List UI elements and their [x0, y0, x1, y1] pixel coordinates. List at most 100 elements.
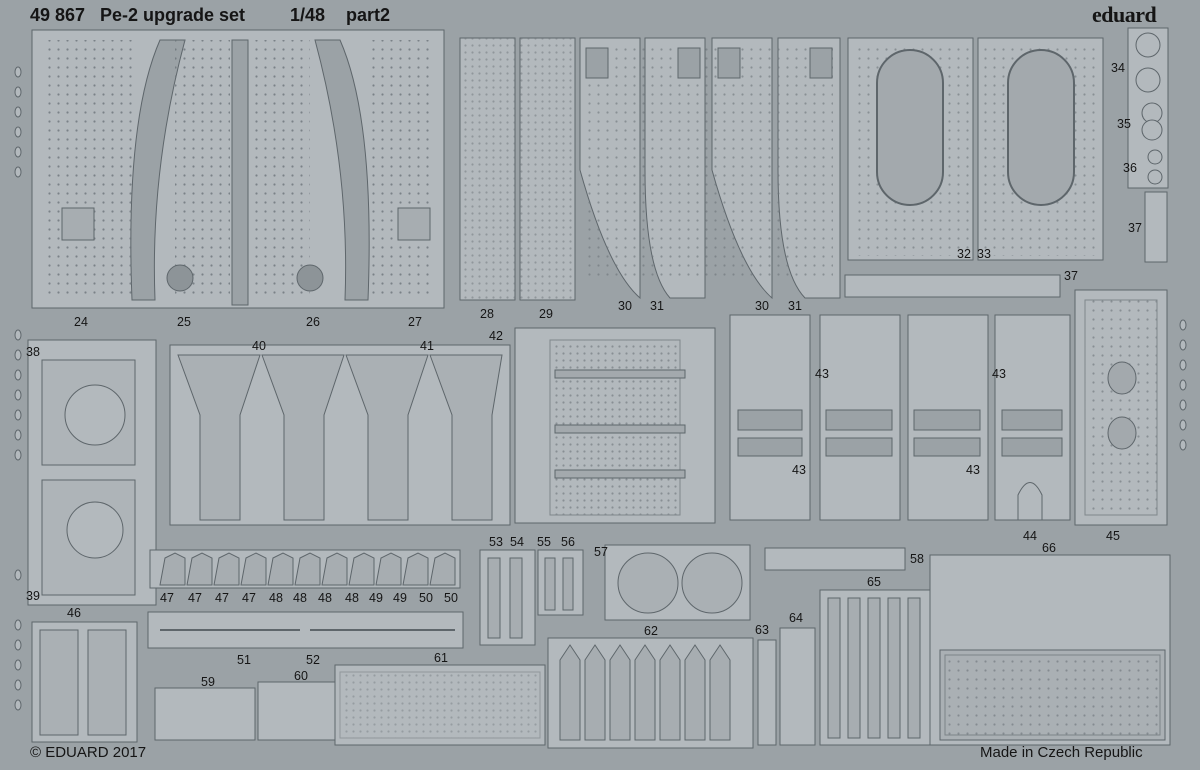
part-group-53-56 [479, 549, 584, 646]
part-label: 33 [977, 247, 991, 261]
part-label: 51 [237, 653, 251, 667]
part-label: 59 [201, 675, 215, 689]
rivet-column-left-lower [14, 329, 22, 711]
part-group-57 [604, 544, 751, 621]
part-group-47-50 [149, 549, 461, 589]
panel-24-rivets [42, 40, 132, 300]
part-group-44-45 [1017, 289, 1168, 526]
part-label: 50 [444, 591, 458, 605]
part-label: 60 [294, 669, 308, 683]
part-group-34-37 [844, 27, 1169, 298]
part-label: 36 [1123, 161, 1137, 175]
part-label: 48 [269, 591, 283, 605]
part-label: 46 [67, 606, 81, 620]
part-label: 47 [160, 591, 174, 605]
part-label: 37 [1064, 269, 1078, 283]
part-label: 49 [393, 591, 407, 605]
panel-24-window [61, 207, 95, 241]
part-label: 63 [755, 623, 769, 637]
part-label: 58 [910, 552, 924, 566]
part-31b-slot [809, 47, 833, 79]
part-label: 48 [293, 591, 307, 605]
parts-30-31-rivets [588, 42, 833, 282]
part-label: 47 [242, 591, 256, 605]
part-label: 48 [345, 591, 359, 605]
panel-25-cutout [130, 39, 186, 301]
part-label: 54 [510, 535, 524, 549]
part-label: 43 [815, 367, 829, 381]
part-label: 55 [537, 535, 551, 549]
set-title: Pe-2 upgrade set [100, 5, 246, 25]
part-28-rivets [460, 38, 515, 300]
part-29-rivets [520, 38, 575, 300]
part-label: 57 [594, 545, 608, 559]
part-label: 56 [561, 535, 575, 549]
rivet-column-right [1179, 319, 1187, 451]
part-label: 43 [992, 367, 1006, 381]
part-group-46 [31, 621, 138, 743]
part-label: 47 [215, 591, 229, 605]
part-label: 61 [434, 651, 448, 665]
part-label: 48 [318, 591, 332, 605]
panel-26-rivets [255, 40, 310, 300]
part-label: 52 [306, 653, 320, 667]
part-58 [764, 547, 906, 571]
part-31a-slot [677, 47, 701, 79]
part-group-24-27 [31, 29, 445, 309]
part-label: 40 [252, 339, 266, 353]
rivet-column-left [14, 66, 22, 178]
copyright-text: © EDUARD 2017 [30, 744, 147, 761]
part-label: 30 [755, 299, 769, 313]
part-label: 43 [966, 463, 980, 477]
part-label: 31 [650, 299, 664, 313]
set-part: part2 [346, 5, 391, 25]
panel-25-rivets [175, 40, 230, 300]
part-label: 37 [1128, 221, 1142, 235]
part-30b-slot [717, 47, 741, 79]
part-label: 45 [1106, 529, 1120, 543]
part-label: 34 [1111, 61, 1125, 75]
part-group-42 [514, 327, 716, 524]
part-label: 30 [618, 299, 632, 313]
part-44 [1017, 482, 1043, 521]
panel-27-window [397, 207, 431, 241]
part-37-row [844, 274, 1061, 298]
part-group-51-52 [147, 611, 464, 649]
part-group-62-65 [547, 589, 931, 749]
part-group-43 [729, 314, 1071, 521]
part-60 [257, 681, 337, 741]
part-59 [154, 687, 256, 741]
part-label: 41 [420, 339, 434, 353]
set-number: 49 867 [30, 5, 86, 25]
part-label: 24 [74, 315, 88, 329]
eduard-logo: eduard [1092, 2, 1157, 27]
part-label: 65 [867, 575, 881, 589]
part-label: 42 [489, 329, 503, 343]
part-label: 66 [1042, 541, 1056, 555]
panel-26-hole [296, 264, 324, 292]
origin-text: Made in Czech Republic [980, 744, 1143, 761]
part-label: 28 [480, 307, 494, 321]
panel-center-gap [231, 39, 249, 306]
part-label: 38 [26, 345, 40, 359]
part-group-66 [929, 554, 1171, 746]
part-label: 47 [188, 591, 202, 605]
panel-25-hole [166, 264, 194, 292]
part-label: 32 [957, 247, 971, 261]
part-label: 26 [306, 315, 320, 329]
set-scale: 1/48 [290, 5, 326, 25]
part-64 [779, 627, 816, 746]
panel-27-cutout [314, 39, 370, 301]
part-label: 27 [408, 315, 422, 329]
part-group-32-33 [847, 37, 1104, 261]
part-label: 64 [789, 611, 803, 625]
part-label: 31 [788, 299, 802, 313]
part-32-window [876, 49, 944, 206]
part-group-40-41 [169, 344, 511, 526]
part-label: 49 [369, 591, 383, 605]
part-label: 35 [1117, 117, 1131, 131]
part-label: 44 [1023, 529, 1037, 543]
part-label: 29 [539, 307, 553, 321]
